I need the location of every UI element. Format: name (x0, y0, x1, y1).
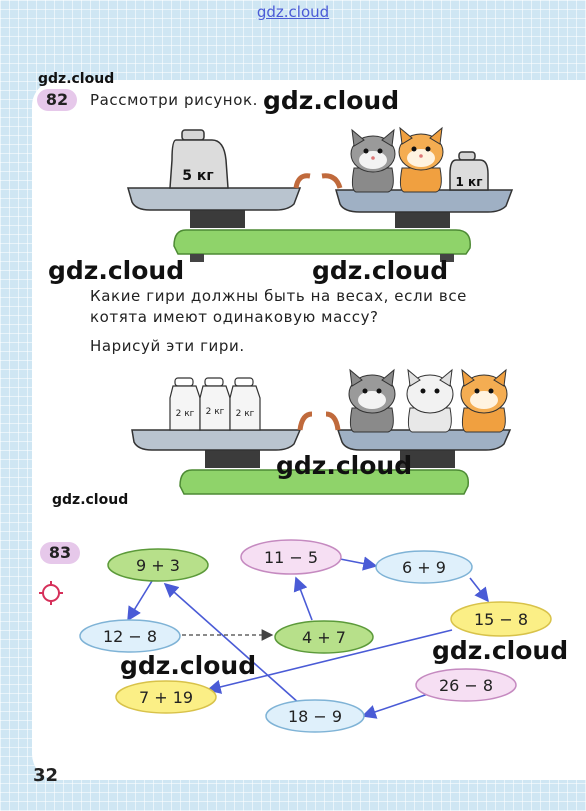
scale-2-stand-left (205, 448, 260, 468)
scale-1-pan-left (127, 187, 302, 211)
page-number: 32 (33, 765, 59, 786)
svg-text:2 кг: 2 кг (206, 407, 225, 417)
watermark-label-3: gdz.cloud (48, 256, 185, 285)
arrow-i-to-a (163, 582, 301, 705)
weight-1kg-body (449, 159, 489, 191)
kitten-orange-1 (398, 126, 444, 193)
kitten-gray-1 (350, 128, 396, 193)
scale-1-stand-left (190, 208, 245, 228)
scale-1-pan-right (335, 189, 514, 213)
arrow-h-to-i (361, 693, 429, 719)
watermark-label-4: gdz.cloud (312, 256, 449, 285)
task-82-title: Рассмотри рисунок. (90, 91, 259, 109)
scale-1-pointer-left (293, 173, 311, 189)
scale-1-base (173, 229, 471, 255)
task-82-question-line1: Какие гири должны быть на весах, если вс… (90, 287, 468, 305)
arrow-b-to-c (334, 556, 378, 571)
watermark-label-1: gdz.cloud (38, 71, 115, 87)
task-82-question-line2: котята имеют одинаковую массу? (90, 308, 379, 326)
weight-5kg-body (169, 139, 229, 189)
watermark-label-2: gdz.cloud (263, 86, 400, 115)
arrow-e-to-b (293, 576, 313, 621)
svg-text:18 − 9: 18 − 9 (288, 707, 342, 726)
oval-9-plus-3: 9 + 3 (107, 548, 209, 582)
oval-18-minus-9: 18 − 9 (265, 699, 365, 733)
svg-text:12 − 8: 12 − 8 (103, 627, 157, 646)
scale-1-stand-right (395, 208, 450, 228)
oval-6-plus-9: 6 + 9 (375, 550, 473, 584)
oval-15-minus-8: 15 − 8 (450, 601, 552, 637)
oval-11-minus-5: 11 − 5 (240, 539, 342, 575)
arrow-f-to-g (206, 629, 453, 694)
oval-4-plus-7: 4 + 7 (274, 620, 374, 654)
svg-text:9 + 3: 9 + 3 (136, 556, 180, 575)
weight-2kg-3: 2 кг (229, 377, 261, 431)
oval-12-minus-8: 12 − 8 (79, 619, 181, 653)
task-82-instruction: Нарисуй эти гири. (90, 337, 245, 355)
svg-text:2 кг: 2 кг (176, 409, 195, 419)
watermark-label-6: gdz.cloud (52, 492, 129, 508)
scale-2-pan-right (336, 429, 512, 451)
watermark-label-5: gdz.cloud (276, 451, 413, 480)
svg-text:4 + 7: 4 + 7 (302, 628, 346, 647)
svg-text:7 + 19: 7 + 19 (139, 688, 193, 707)
weight-5kg-label: 5 кг (182, 168, 213, 184)
weight-1kg-label: 1 кг (456, 175, 483, 189)
scale-1-foot-left (190, 254, 204, 262)
kitten-orange-2 (460, 368, 508, 433)
kitten-gray-2 (348, 368, 396, 433)
top-watermark[interactable]: gdz.cloud (256, 3, 330, 21)
svg-text:6 + 9: 6 + 9 (402, 558, 446, 577)
svg-text:26 − 8: 26 − 8 (439, 676, 493, 695)
arrow-c-to-f (469, 577, 489, 603)
scale-2-pointer-left (297, 411, 313, 431)
oval-26-minus-8: 26 − 8 (415, 668, 517, 702)
target-icon (39, 581, 63, 605)
kitten-white-2 (406, 368, 454, 433)
scale-2-stand-right (400, 448, 455, 468)
watermark-label-8: gdz.cloud (432, 636, 569, 665)
task-82-number: 82 (37, 89, 77, 111)
task-83-number: 83 (40, 542, 80, 564)
watermark-label-7: gdz.cloud (120, 651, 257, 680)
svg-text:15 − 8: 15 − 8 (474, 610, 528, 629)
scale-1-foot-right (440, 254, 454, 262)
arrow-a-to-d (127, 580, 153, 622)
svg-text:2 кг: 2 кг (236, 409, 255, 419)
scale-2-pointer-right (325, 411, 341, 431)
scale-2-base (179, 469, 469, 495)
scale-1-pointer-right (321, 173, 343, 189)
scale-2-pan-left (131, 429, 302, 451)
oval-7-plus-19: 7 + 19 (115, 680, 217, 714)
svg-text:11 − 5: 11 − 5 (264, 548, 318, 567)
